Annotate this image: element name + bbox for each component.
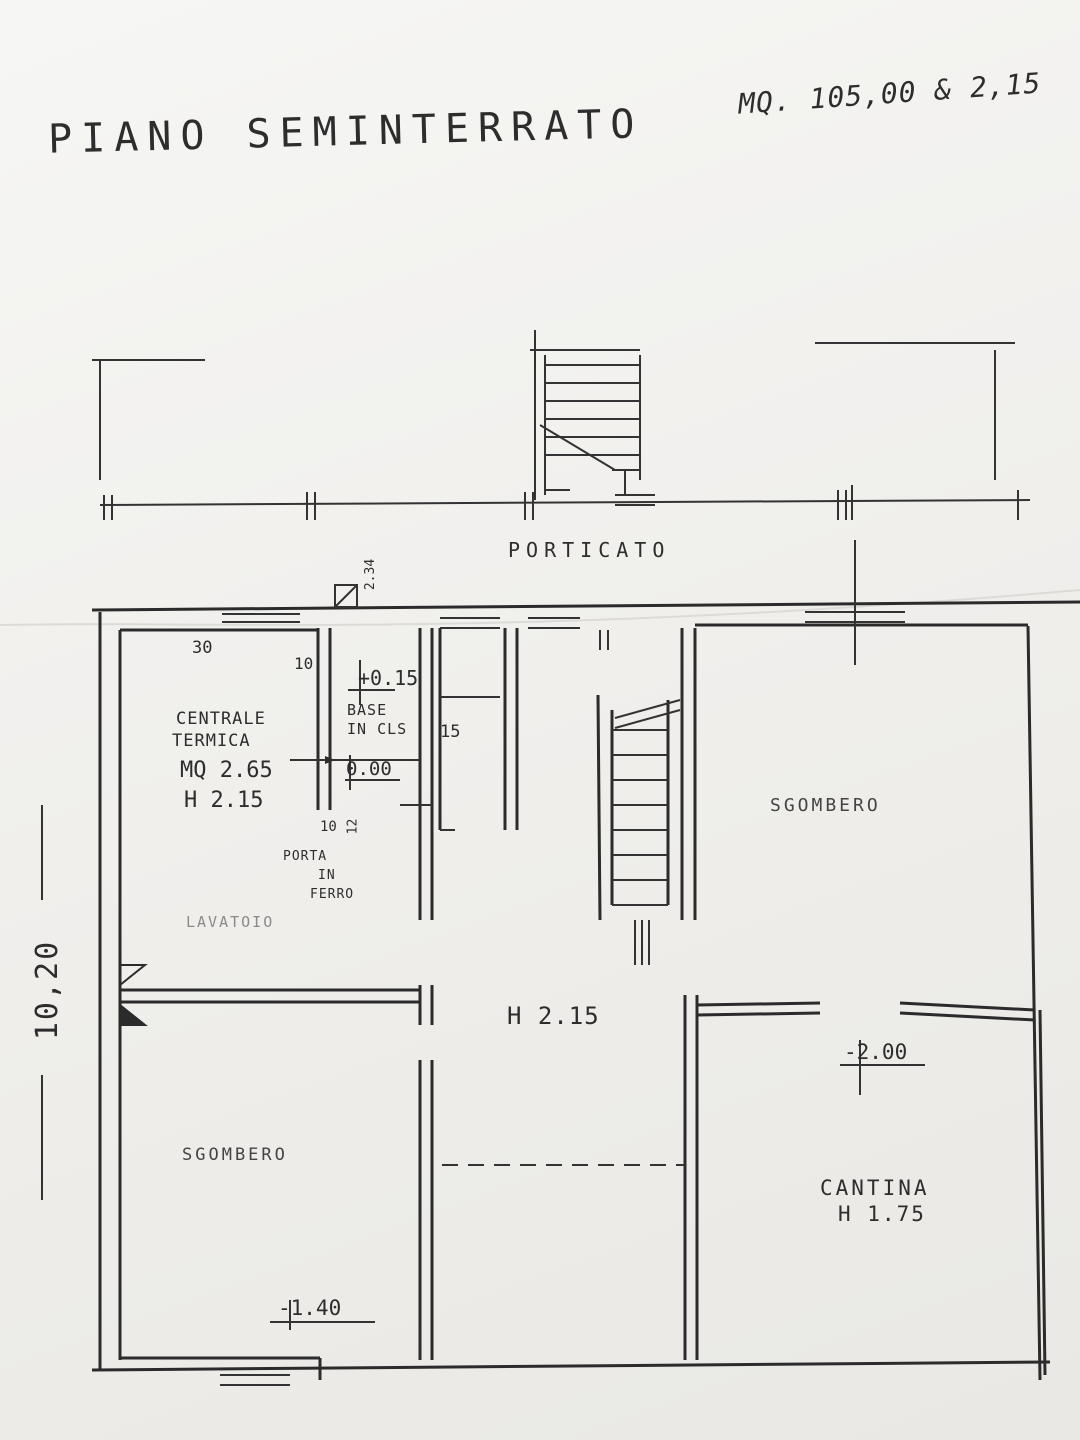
label-porticato: PORTICATO [508,538,671,562]
centrale-termica-walls [316,584,519,920]
porta-in-ferro-line3: FERRO [310,887,355,902]
cantina-line2: H 1.75 [838,1202,926,1226]
porta-in-ferro-line1: PORTA [283,849,328,864]
left-corner-marks [119,964,148,1026]
base-in-cls-line1: BASE [347,701,388,719]
level-plus-015: +0.15 [358,666,419,690]
dim-30: 30 [192,638,213,658]
centrale-termica-line1: CENTRALE [176,709,266,729]
dim-15: 15 [440,722,461,742]
external-stair [530,330,641,500]
porticato-dimension-line [99,485,1031,520]
level-marks [270,660,925,1330]
label-sgombero-left: SGOMBERO [182,1145,288,1165]
base-in-cls-line2: IN CLS [347,720,408,738]
level-minus-200: -2.00 [844,1040,908,1064]
outer-walls [91,600,1080,1381]
dim-12: 12 [345,818,361,835]
label-sgombero-right: SGOMBERO [770,795,881,816]
top-windows [220,540,905,1386]
centrale-termica-height: H 2.15 [184,788,264,813]
dim-2-34: 2.34 [363,558,379,591]
top-reference-lines [92,342,1015,480]
height-center: H 2.15 [507,1002,600,1030]
cantina-line1: CANTINA [820,1176,930,1200]
level-minus-140: -1.40 [278,1296,342,1320]
dim-10-top: 10 [294,654,314,673]
inner-stair [596,628,697,965]
centrale-termica-line2: TERMICA [172,731,251,751]
level-000: 0.00 [346,758,392,780]
centrale-termica-area: MQ 2.65 [180,758,273,783]
porta-in-ferro-line2: IN [318,868,336,883]
label-lavatoio: LAVATOIO [186,913,275,931]
dim-10-bottom: 10 [320,819,337,835]
middle-walls [120,985,1036,1380]
overall-dimension-label: 10,20 [30,939,66,1041]
